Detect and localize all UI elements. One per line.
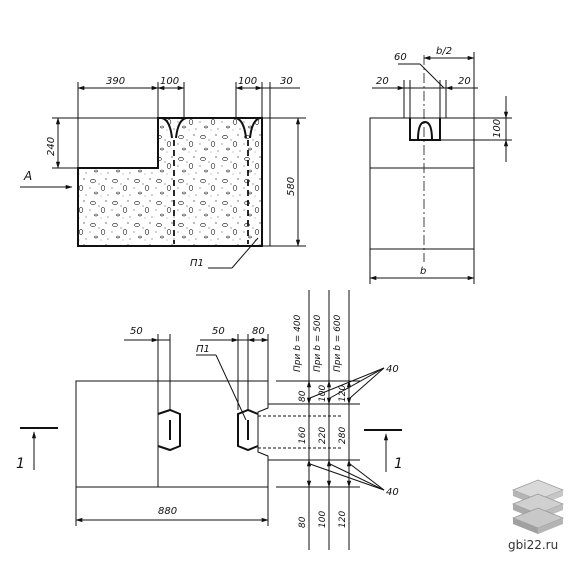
- bot-row-b500: 100: [318, 511, 328, 528]
- part-label-p1-plan: П1: [196, 344, 210, 355]
- dim-20-left: 20: [376, 76, 389, 87]
- mid-row-b400: 160: [298, 427, 308, 444]
- view-arrow-label: A: [23, 169, 32, 183]
- header-b500: При b = 500: [313, 314, 323, 372]
- header-b400: При b = 400: [293, 314, 303, 372]
- dim-20-right: 20: [458, 76, 471, 87]
- dim-240: 240: [46, 137, 57, 156]
- dim-b-half: b/2: [436, 46, 452, 57]
- top-row-b600: 120: [338, 385, 348, 402]
- callout-40-top: 40: [386, 364, 399, 375]
- bot-row-b400: 80: [298, 516, 308, 528]
- concrete-hatch: [78, 118, 262, 246]
- callout-40-bottom: 40: [386, 487, 399, 498]
- dim-100-left: 100: [160, 76, 179, 87]
- section-label-left: 1: [16, 456, 25, 472]
- header-b600: При b = 600: [333, 314, 343, 372]
- dim-390: 390: [106, 76, 125, 87]
- dim-50-left: 50: [130, 326, 143, 337]
- part-label-p1: П1: [190, 258, 204, 269]
- dim-100-right: 100: [238, 76, 257, 87]
- front-view: 390 100 100 30 240 580 A П1: [20, 76, 306, 269]
- dim-50-right: 50: [212, 326, 225, 337]
- dim-b: b: [420, 266, 426, 277]
- dim-60: 60: [394, 52, 407, 63]
- section-label-right: 1: [394, 456, 403, 472]
- dim-100: 100: [492, 119, 503, 138]
- side-view: b/2 60 20 20 100 b: [369, 46, 512, 284]
- plan-view: 50 50 80 П1 880 При b = 400 При b = 500 …: [16, 290, 403, 550]
- site-logo-icon: [511, 479, 565, 534]
- dim-880: 880: [158, 506, 177, 517]
- mid-row-b500: 220: [318, 427, 328, 444]
- mid-row-b600: 280: [338, 427, 348, 444]
- site-url[interactable]: gbi22.ru: [508, 538, 559, 552]
- top-row-b500: 100: [318, 385, 328, 402]
- dim-580: 580: [286, 177, 297, 196]
- dim-80: 80: [252, 326, 265, 337]
- top-row-b400: 80: [298, 390, 308, 402]
- bot-row-b600: 120: [338, 511, 348, 528]
- dim-30: 30: [280, 76, 293, 87]
